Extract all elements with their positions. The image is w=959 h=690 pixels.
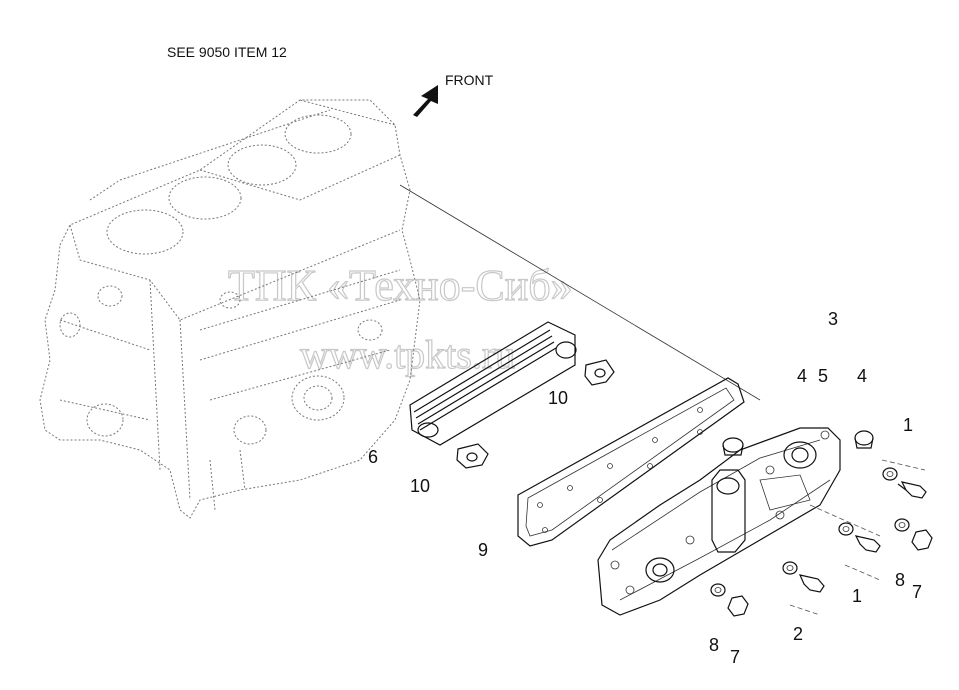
see-reference-text: SEE 9050 ITEM 12: [167, 44, 287, 60]
bolt-3: [798, 574, 825, 593]
gasket-small-lower: [456, 443, 489, 469]
callout-2: 2: [793, 624, 803, 644]
gasket-small-upper: [584, 359, 615, 386]
leader-2: [789, 604, 821, 616]
front-arrow-icon: [413, 85, 438, 117]
callout-4-left: 4: [797, 366, 807, 386]
watermark-url: www.tpkts.ru: [300, 332, 515, 377]
plug-right: [854, 430, 874, 449]
watermark-company: ТПК «Техно-Сиб»: [228, 261, 573, 310]
oil-cooler: [409, 321, 577, 446]
callout-7-bottom: 7: [730, 647, 740, 667]
callout-3: 3: [828, 309, 838, 329]
washer-1: [882, 467, 898, 481]
washer-3: [894, 518, 910, 532]
nut-1: [911, 529, 933, 551]
leader-1b: [809, 504, 881, 537]
nut-2: [727, 595, 749, 617]
callout-6: 6: [368, 447, 378, 467]
callout-1-top: 1: [903, 415, 913, 435]
washer-4: [782, 561, 798, 575]
callout-1-bottom: 1: [852, 586, 862, 606]
callout-8-bottom: 8: [709, 635, 719, 655]
callout-10-lower: 10: [410, 476, 430, 496]
cover-gasket: [517, 377, 745, 547]
callout-10-upper: 10: [548, 388, 568, 408]
leader-1a: [881, 459, 926, 471]
washer-2: [838, 522, 854, 536]
callout-7-right: 7: [912, 582, 922, 602]
callout-4-right: 4: [857, 366, 867, 386]
drain-plug: [722, 437, 744, 456]
callout-8-right: 8: [895, 570, 905, 590]
washer-5: [710, 583, 726, 597]
callout-9: 9: [478, 540, 488, 560]
leader-8a: [844, 564, 881, 581]
bolt-2: [854, 535, 881, 553]
callout-5: 5: [818, 366, 828, 386]
engine-block-outline: [39, 99, 421, 519]
assembly-axis-line: [399, 184, 761, 401]
cooler-cover-housing: [597, 427, 841, 616]
front-label: FRONT: [445, 72, 494, 88]
bolt-1: [897, 481, 927, 499]
